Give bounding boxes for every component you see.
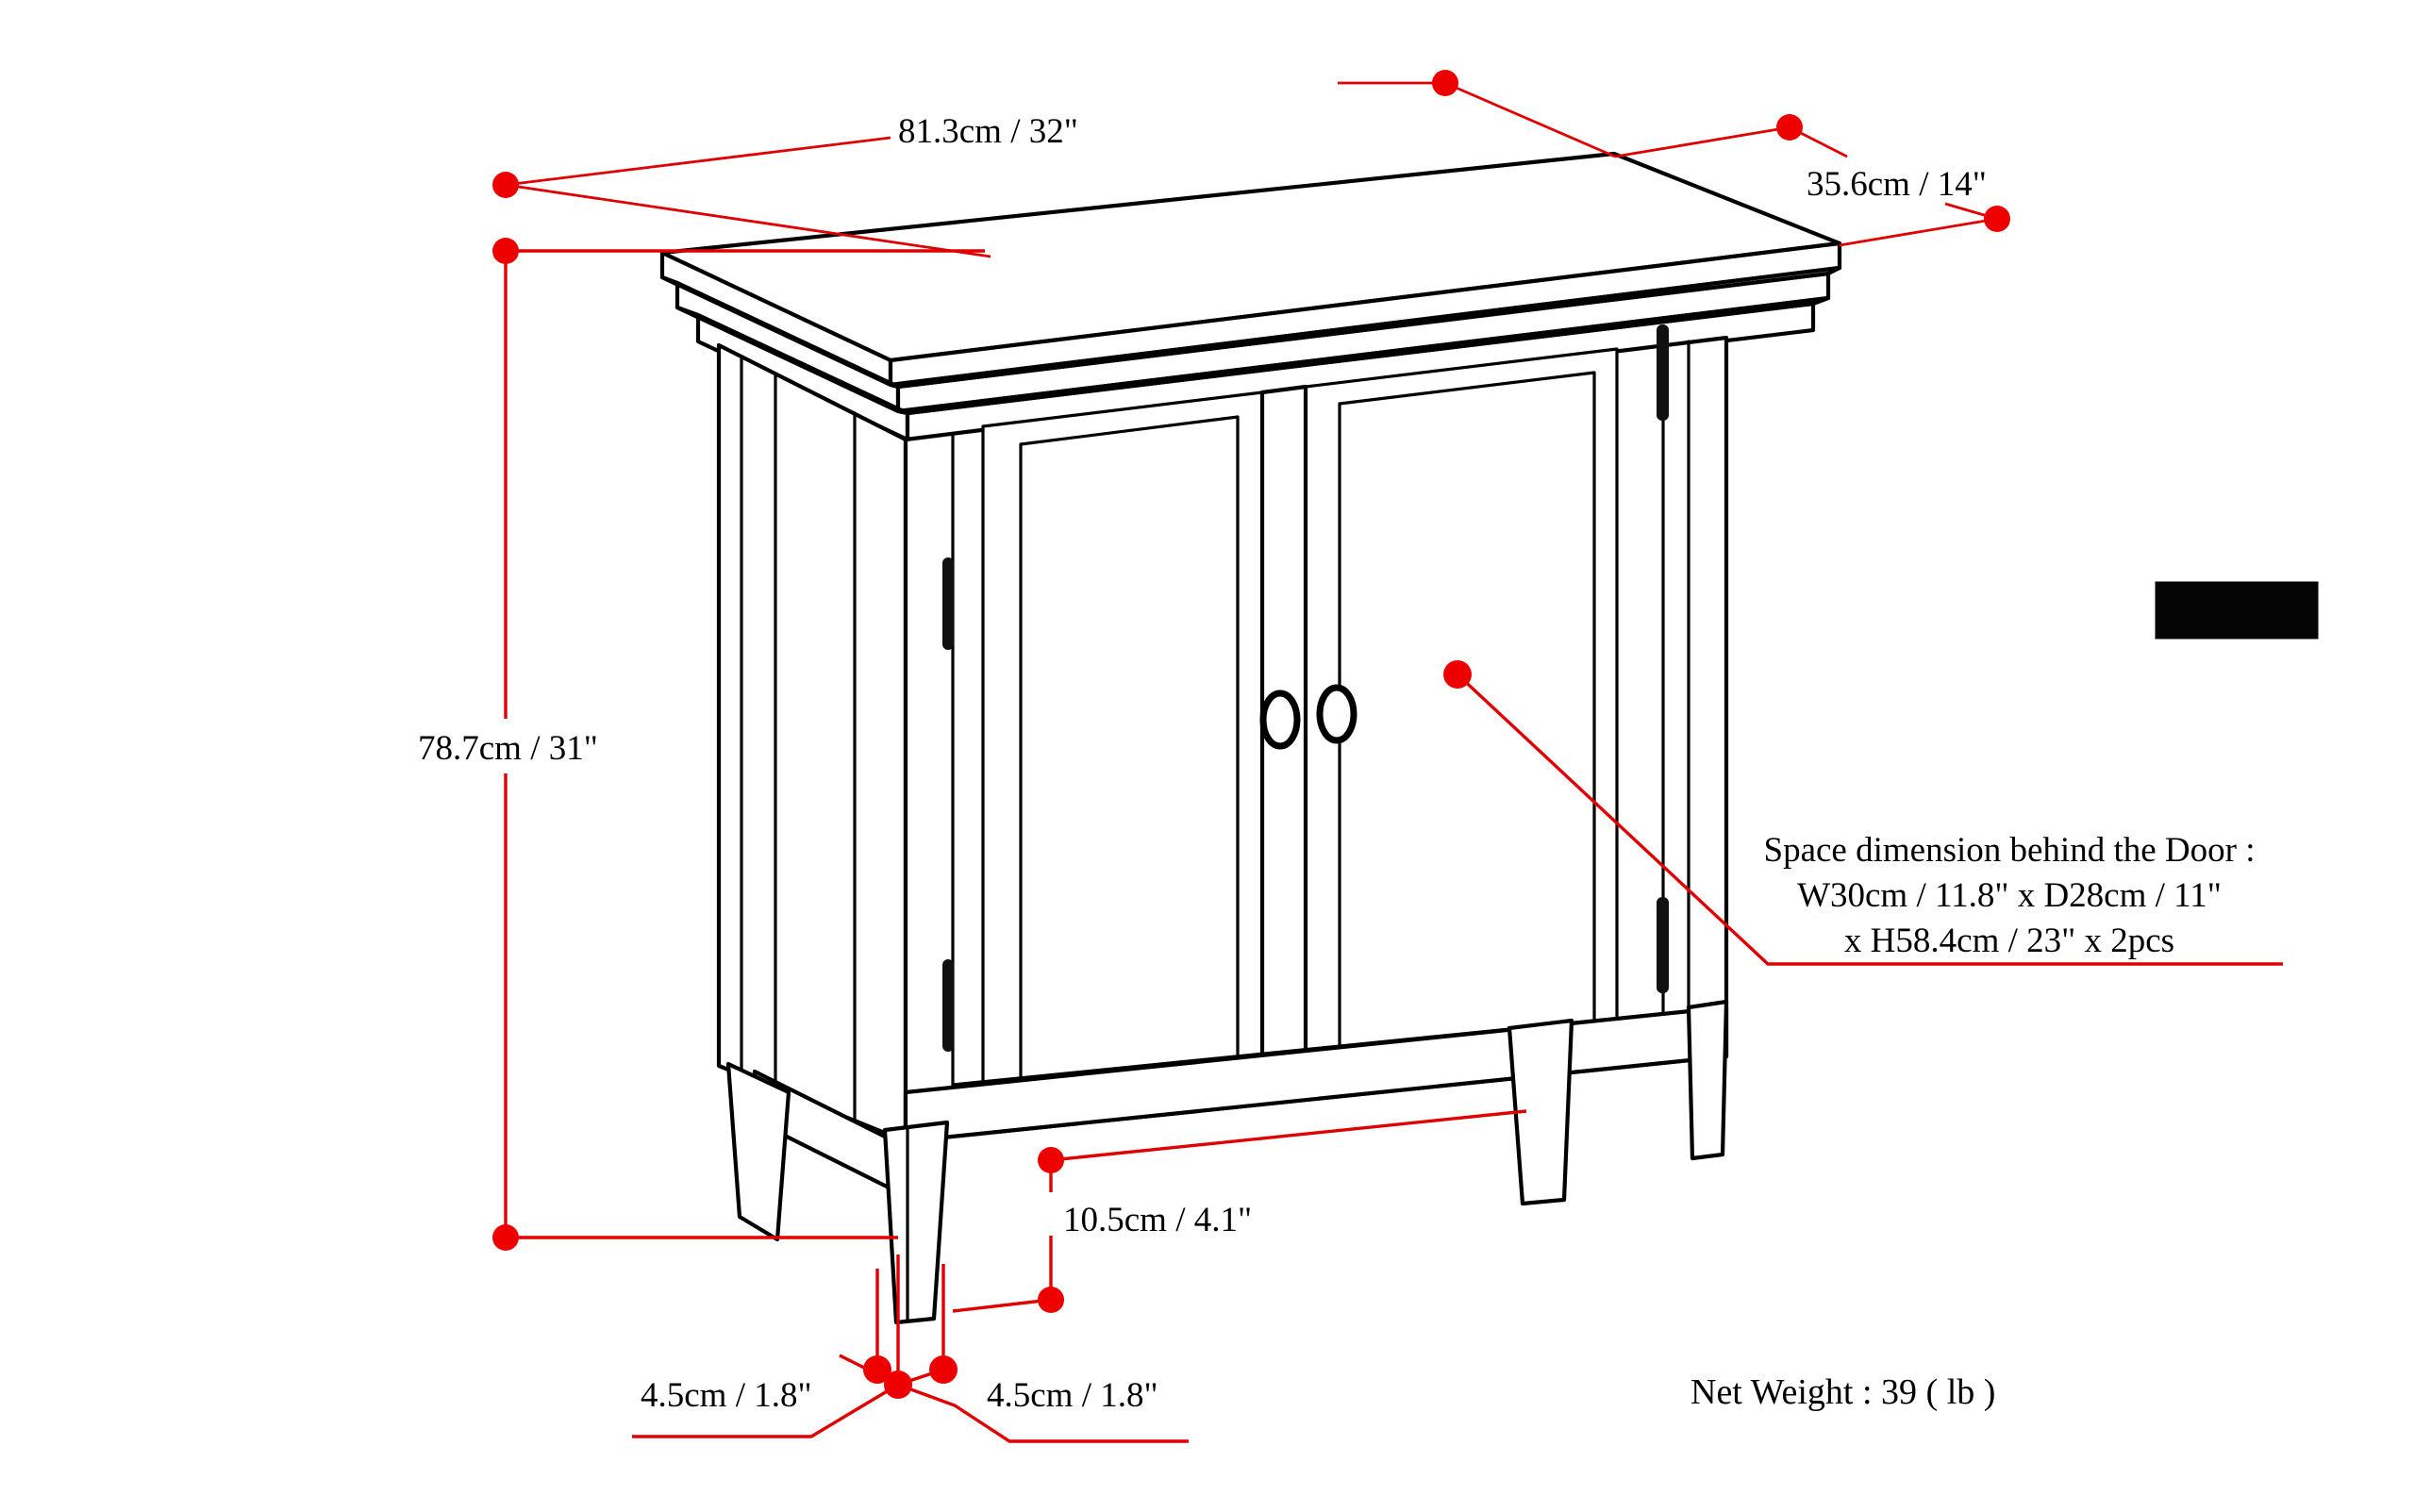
- toekick-dimension-leader-bottom: [952, 1298, 1052, 1313]
- space-behind-door-callout: Space dimension behind the Door : W30cm …: [1759, 828, 2259, 964]
- leg-left-dimension-label: 4.5cm / 1.8": [641, 1376, 812, 1415]
- right-door-knob-icon[interactable]: [1316, 684, 1357, 744]
- depth-dimension-dot-upper: [1776, 114, 1803, 141]
- dimension-annotations: [492, 70, 2319, 1443]
- width-dimension-dot-right: [1432, 70, 1458, 96]
- leg-right-dimension-label: 4.5cm / 1.8": [987, 1376, 1158, 1415]
- width-dimension-dot-left: [492, 172, 519, 198]
- left-door-inner-panel: [1019, 415, 1240, 1093]
- left-door-hinge-bottom-icon: [942, 959, 954, 1052]
- depth-dimension-dot-lower: [1984, 206, 2010, 232]
- depth-dimension-leader-upper: [1614, 125, 1790, 158]
- depth-dimension-leader-lower: [1839, 217, 1998, 247]
- space-callout-line-1: Space dimension behind the Door :: [1763, 831, 2256, 870]
- net-weight-label: Net Weight : 39 ( lb ): [1690, 1372, 1996, 1412]
- space-callout-line-2: W30cm / 11.8" x D28cm / 11": [1797, 876, 2222, 916]
- cabinet-illustration: [659, 151, 1842, 1325]
- cabinet-molding-upper-top-right: [888, 265, 1842, 390]
- toekick-dimension-label: 10.5cm / 4.1": [1063, 1201, 1253, 1239]
- height-dimension-dot-bottom: [492, 1224, 519, 1251]
- cabinet-left-side-panel: [716, 342, 908, 1144]
- space-callout-leader: [1456, 673, 2283, 966]
- leg-dimension-dot-right: [929, 1355, 958, 1384]
- finish-swatch: [2155, 581, 2319, 640]
- height-dimension-label: 78.7cm / 31": [418, 729, 598, 768]
- right-door-inner-panel: [1338, 371, 1596, 1058]
- left-door-hinge-top-icon: [942, 557, 954, 650]
- depth-dimension-label: 35.6cm / 14": [1807, 165, 1987, 204]
- space-callout-line-3: x H58.4cm / 23" x 2pcs: [1843, 922, 2175, 961]
- left-door-knob-icon[interactable]: [1259, 690, 1301, 750]
- width-dimension-leader-left: [505, 183, 991, 258]
- right-door-hinge-bottom-icon: [1657, 897, 1669, 993]
- width-dimension-label: 81.3cm / 32": [898, 112, 1078, 151]
- leg-dimension-dot-center: [884, 1371, 912, 1399]
- leg-front-right: [1507, 1018, 1574, 1206]
- leg-rear-right: [1686, 999, 1729, 1161]
- toekick-dimension-leader-top: [1050, 1109, 1527, 1162]
- width-dimension-leader-right: [1444, 81, 1616, 158]
- right-door-hinge-top-icon: [1657, 324, 1669, 421]
- leg-right-dimension-leader-2: [897, 1383, 1189, 1443]
- cabinet-cornice-top-right: [895, 295, 1831, 416]
- leg-front-left: [882, 1120, 950, 1325]
- leg-rear-left: [725, 1061, 791, 1242]
- toekick-dimension-dot-bottom: [1038, 1287, 1064, 1313]
- leg-dimension-dot-left: [863, 1355, 891, 1384]
- width-dimension-line-left: [505, 136, 891, 187]
- space-callout-dot: [1443, 660, 1472, 689]
- toekick-dimension-dot-top: [1038, 1147, 1064, 1173]
- height-dimension-dot-top: [492, 238, 519, 264]
